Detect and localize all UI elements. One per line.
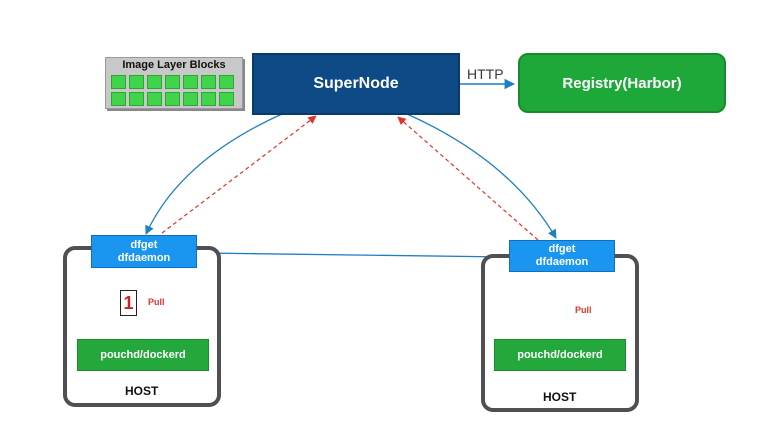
right-host-label: HOST bbox=[543, 390, 577, 404]
left-host-frame bbox=[63, 246, 221, 407]
right-daemon-to-supernode-arrow bbox=[397, 116, 539, 241]
left-dfdaemon-label: dfdaemon bbox=[117, 251, 171, 264]
left-engine-label: pouchd/dockerd bbox=[100, 349, 186, 361]
image-layer-block bbox=[129, 75, 144, 89]
right-dfdaemon-box: dfget dfdaemon bbox=[509, 240, 615, 272]
left-daemon-to-supernode-arrow bbox=[161, 115, 317, 234]
image-layer-block bbox=[129, 92, 144, 106]
right-host-frame bbox=[481, 254, 639, 412]
left-step-number: 1 bbox=[120, 290, 137, 316]
supernode-box: SuperNode bbox=[252, 53, 460, 115]
left-dfdaemon-box: dfget dfdaemon bbox=[91, 235, 197, 268]
supernode-to-left-daemon-arrow bbox=[145, 113, 283, 235]
image-layer-block bbox=[201, 92, 216, 106]
image-layer-block bbox=[201, 75, 216, 89]
registry-label: Registry(Harbor) bbox=[562, 74, 682, 92]
image-layer-block bbox=[165, 92, 180, 106]
supernode-to-right-daemon-arrow bbox=[406, 113, 557, 239]
registry-box: Registry(Harbor) bbox=[518, 53, 726, 113]
image-layer-block bbox=[183, 75, 198, 89]
right-engine-label: pouchd/dockerd bbox=[517, 349, 603, 361]
right-pull-label: Pull bbox=[575, 305, 592, 315]
left-dfget-label: dfget bbox=[130, 238, 158, 251]
left-host-label: HOST bbox=[125, 384, 159, 398]
left-step-number-text: 1 bbox=[123, 292, 134, 313]
right-engine-box: pouchd/dockerd bbox=[494, 339, 626, 371]
peer-transfer-arrow bbox=[202, 248, 509, 258]
image-layer-block bbox=[147, 92, 162, 106]
image-layer-block bbox=[111, 75, 126, 89]
image-layer-block bbox=[111, 92, 126, 106]
right-dfdaemon-label: dfdaemon bbox=[535, 256, 589, 268]
image-layer-blocks-title: Image Layer Blocks bbox=[122, 59, 226, 71]
right-dfget-label: dfget bbox=[548, 243, 576, 255]
http-label: HTTP bbox=[467, 66, 504, 82]
image-layer-block bbox=[183, 92, 198, 106]
image-layer-block bbox=[165, 75, 180, 89]
image-layer-block bbox=[219, 75, 234, 89]
image-layer-block bbox=[147, 75, 162, 89]
image-layer-block bbox=[219, 92, 234, 106]
image-layer-blocks-card: Image Layer Blocks bbox=[105, 57, 243, 109]
left-engine-box: pouchd/dockerd bbox=[77, 339, 209, 371]
left-pull-label: Pull bbox=[148, 297, 165, 307]
supernode-label: SuperNode bbox=[313, 75, 399, 92]
